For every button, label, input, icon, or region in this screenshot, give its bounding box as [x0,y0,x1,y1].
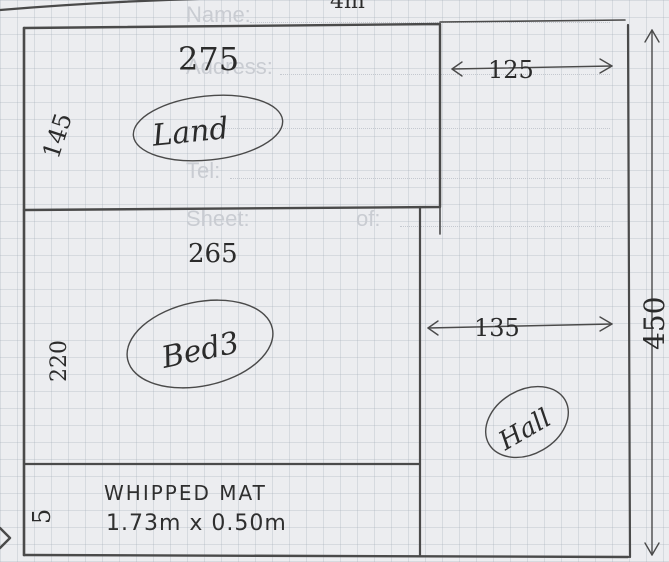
hall-upper-width-label: 125 [488,56,534,84]
land-depth-label: 145 [37,110,78,162]
hall-upper-arrow-right [599,58,613,74]
top-right-line [439,19,626,23]
height-arrow-top [644,29,660,43]
form-address-label: Address: [186,54,273,79]
hall-height-label: 450 [638,297,669,350]
hall-upper-arrow-left [451,61,463,77]
hall-lower-width-label: 135 [474,314,520,342]
bed3-room-label: Bed3 [158,325,243,376]
mat-title-label: WHIPPED MAT [104,481,267,505]
bed3-label-ellipse [126,299,274,389]
landing-outline [22,22,442,212]
top-dimension-label: 4m [330,0,365,14]
right-wall [626,23,632,559]
height-arrow-bottom [644,542,660,556]
left-edge-arrow-mark [0,526,12,550]
mat-depth-label: 5 [28,509,56,524]
land-room-label: Land [150,111,231,154]
bottom-wall [22,553,630,559]
bed3-width-label: 265 [188,239,238,269]
form-address-line-2 [186,128,610,129]
hall-lower-arrow-right [599,316,613,332]
hall-lower-dimension-line [427,323,613,329]
form-name-line [250,22,610,23]
hall-upper-dimension-line [451,65,613,70]
mat-size-label: 1.73m x 0.50m [106,511,287,536]
form-of-label: of: [356,206,381,231]
form-tel-label: Tel: [186,158,221,183]
hall-room-label: Hall [493,403,556,457]
form-name-label: Name: [186,2,251,27]
hall-lower-arrow-left [427,320,439,336]
land-width-label: 275 [178,40,239,78]
land-label-ellipse [132,94,284,162]
form-address-line [280,74,610,75]
form-sheet-label: Sheet: [186,206,250,231]
top-wall-line [0,0,200,12]
form-tel-line [230,178,610,179]
bed3-depth-label: 220 [47,340,72,382]
form-of-line [400,226,610,227]
hall-label-ellipse [484,385,570,459]
